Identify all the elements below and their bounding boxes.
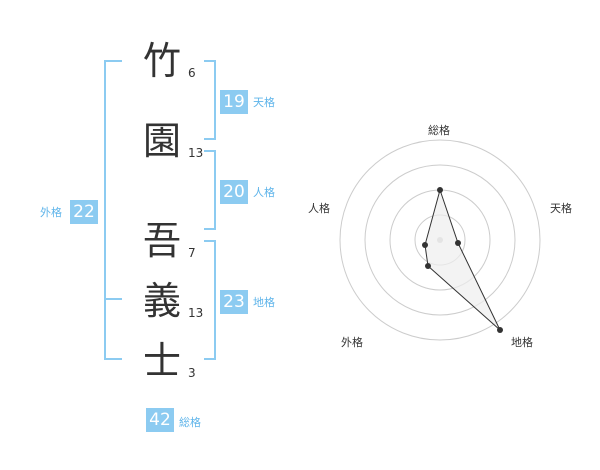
soukaku-label: 総格 bbox=[179, 416, 201, 429]
radar-point-gaikaku bbox=[425, 263, 431, 269]
radar-label-gaikaku: 外格 bbox=[341, 336, 363, 349]
jinkaku-bracket bbox=[204, 150, 216, 230]
stroke-count-3: 7 bbox=[188, 246, 196, 260]
radar-point-soukaku bbox=[437, 187, 443, 193]
radar-point-chikaku bbox=[497, 327, 503, 333]
stroke-count-1: 6 bbox=[188, 66, 196, 80]
radar-point-tenkaku bbox=[455, 240, 461, 246]
tenkaku-label: 天格 bbox=[253, 96, 275, 109]
radar-label-jinkaku: 人格 bbox=[308, 202, 330, 215]
gaikaku-value: 22 bbox=[70, 200, 98, 224]
name-char-5: 士 bbox=[142, 339, 181, 383]
name-char-3: 吾 bbox=[142, 219, 181, 263]
name-char-2: 園 bbox=[142, 119, 181, 163]
tenkaku-bracket bbox=[204, 60, 216, 140]
gaikaku-bracket bbox=[104, 60, 122, 360]
radar-polygon bbox=[424, 188, 501, 331]
stroke-count-2: 13 bbox=[188, 146, 204, 160]
name-char-4: 義 bbox=[142, 279, 181, 323]
name-char-1: 竹 bbox=[142, 39, 181, 83]
stroke-count-5: 3 bbox=[188, 366, 196, 380]
fortune-radar-chart bbox=[339, 139, 541, 341]
gaikaku-bracket-divider bbox=[104, 298, 122, 300]
radar-label-soukaku: 総格 bbox=[428, 124, 450, 137]
radar-ring-4 bbox=[339, 139, 541, 341]
tenkaku-value: 19 bbox=[220, 90, 248, 114]
stroke-count-4: 13 bbox=[188, 306, 204, 320]
radar-label-chikaku: 地格 bbox=[511, 336, 533, 349]
jinkaku-value: 20 bbox=[220, 180, 248, 204]
chikaku-value: 23 bbox=[220, 290, 248, 314]
radar-ring-3 bbox=[364, 164, 516, 316]
jinkaku-label: 人格 bbox=[253, 186, 275, 199]
chikaku-bracket bbox=[204, 240, 216, 360]
radar-point-jinkaku bbox=[422, 242, 428, 248]
gaikaku-label: 外格 bbox=[40, 206, 62, 219]
chikaku-label: 地格 bbox=[253, 296, 275, 309]
soukaku-value: 42 bbox=[146, 408, 174, 432]
radar-label-tenkaku: 天格 bbox=[550, 202, 572, 215]
